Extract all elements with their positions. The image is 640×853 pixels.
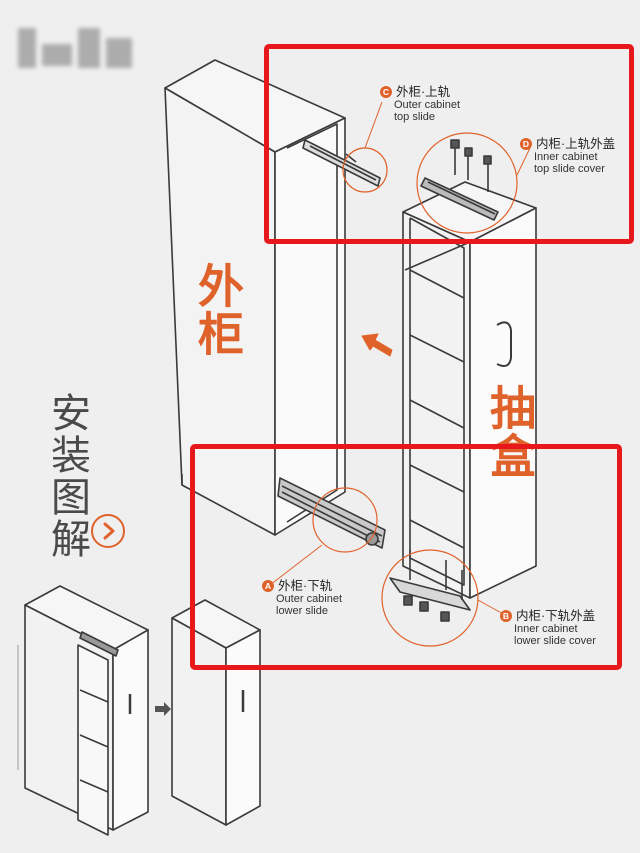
step-arrow-icon	[155, 702, 171, 716]
callout-a: A 外柜·下轨 Outer cabinet lower slide	[262, 580, 342, 618]
callout-c-zh: 外柜·上轨	[396, 85, 451, 99]
callout-b-zh: 内柜·下轨外盖	[516, 609, 596, 623]
install-guide-title: 安装图解	[44, 392, 90, 560]
next-arrow-button[interactable]	[91, 514, 125, 548]
callout-c: C 外柜·上轨 Outer cabinet top slide	[380, 86, 460, 124]
callout-b-en1: Inner cabinet	[514, 622, 578, 635]
small-step-before	[17, 585, 149, 836]
outer-cabinet-drawing	[164, 59, 346, 536]
outer-lower-slide-drawing	[269, 477, 386, 586]
badge-a: A	[262, 580, 274, 593]
blurred-logo	[18, 28, 148, 72]
callout-c-en2: top slide	[394, 111, 435, 123]
badge-d: D	[520, 138, 532, 151]
callout-a-en2: lower slide	[276, 605, 328, 617]
outer-top-slide-drawing	[302, 101, 388, 193]
callout-b: B 内柜·下轨外盖 Inner cabinet lower slide cover	[500, 610, 596, 648]
callout-d: D 内柜·上轨外盖 Inner cabinet top slide cover	[520, 138, 615, 176]
top-highlight-box	[264, 44, 634, 244]
drawer-unit-drawing	[402, 181, 537, 599]
callout-d-zh: 内柜·上轨外盖	[536, 137, 616, 151]
badge-b: B	[500, 610, 512, 623]
bottom-highlight-box	[190, 444, 622, 670]
callout-d-en2: top slide cover	[534, 163, 605, 175]
inner-lower-cover-drawing	[381, 549, 506, 647]
callout-b-en2: lower slide cover	[514, 635, 596, 647]
badge-c: C	[380, 86, 392, 99]
callout-c-en1: Outer cabinet	[394, 98, 461, 111]
callout-a-en1: Outer cabinet	[276, 592, 343, 605]
callout-a-zh: 外柜·下轨	[278, 579, 333, 593]
drawer-label: 抽盒	[483, 384, 537, 480]
insert-arrow	[361, 333, 393, 357]
inner-top-cover-drawing	[416, 132, 531, 234]
outer-cabinet-label: 外柜	[191, 262, 245, 358]
chevron-right-icon	[103, 522, 115, 540]
callout-d-en1: Inner cabinet	[534, 150, 598, 163]
